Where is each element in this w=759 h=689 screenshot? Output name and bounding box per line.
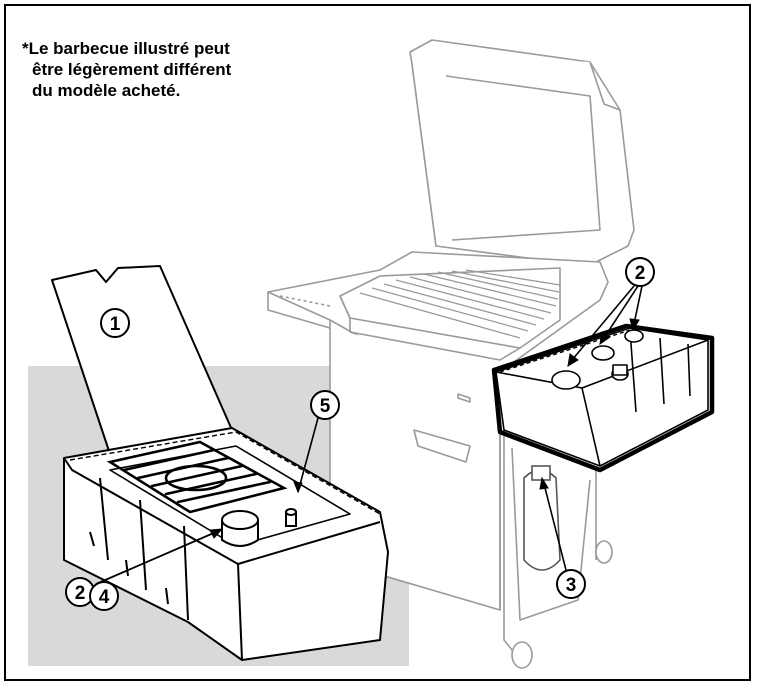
callout-1-label: 1 bbox=[110, 314, 121, 335]
detail-dash bbox=[69, 431, 381, 515]
callout-2-grill-label: 2 bbox=[635, 263, 646, 284]
callout-2-detail-label: 2 bbox=[75, 583, 86, 604]
callout-3-label: 3 bbox=[566, 575, 577, 596]
callout-1-circle bbox=[100, 308, 130, 338]
callout-5-label: 5 bbox=[320, 396, 331, 417]
disclaimer-note: *Le barbecue illustré peut être légèreme… bbox=[22, 38, 322, 101]
disclaimer-line-3: du modèle acheté. bbox=[32, 81, 181, 100]
disclaimer-line-2: être légèrement différent bbox=[32, 60, 232, 79]
callout-3-circle bbox=[556, 569, 586, 599]
side-burner-highlight bbox=[491, 323, 715, 473]
callout-5-circle bbox=[310, 390, 340, 420]
detail-knob bbox=[221, 508, 297, 547]
callout-4-label: 4 bbox=[99, 587, 110, 608]
disclaimer-line-1: *Le barbecue illustré peut bbox=[22, 39, 230, 58]
callout-4-circle bbox=[89, 581, 119, 611]
propane-tank bbox=[523, 465, 561, 571]
detail-grate bbox=[106, 440, 288, 514]
grill-body bbox=[267, 39, 635, 669]
callouts bbox=[65, 257, 655, 611]
callout-2-grill-circle bbox=[625, 257, 655, 287]
figure-frame bbox=[4, 4, 751, 681]
side-burner-outline bbox=[495, 327, 709, 467]
